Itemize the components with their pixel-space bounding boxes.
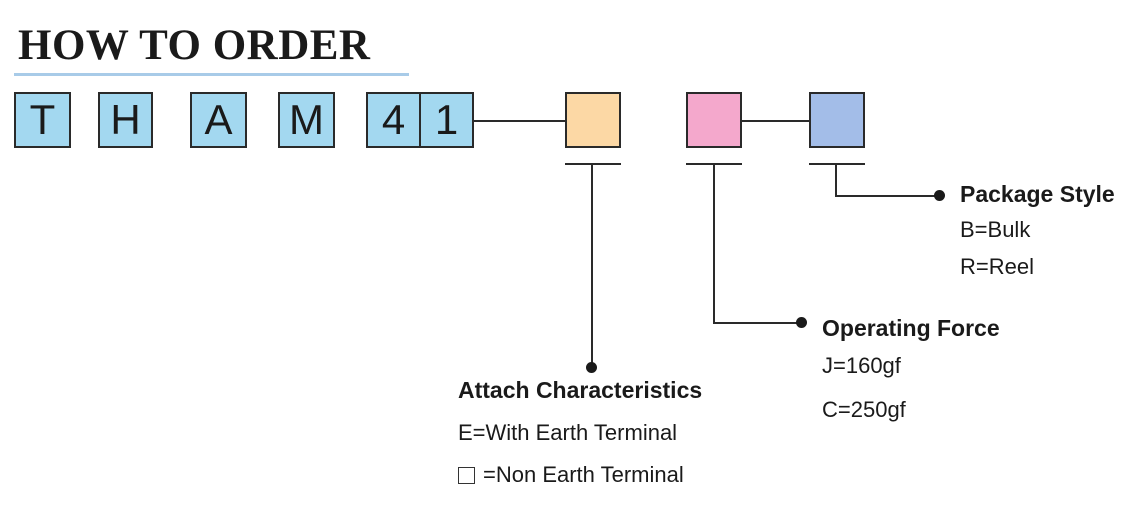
code-box-a: A (190, 92, 247, 148)
attach-option-earth: E=With Earth Terminal (458, 420, 678, 445)
force-leader-horizontal (713, 322, 801, 324)
title-underline (14, 73, 409, 76)
force-option-box (686, 92, 742, 148)
attach-leader-vertical (591, 164, 593, 367)
force-option-c: C=250gf (822, 397, 906, 422)
operating-force-heading: Operating Force (822, 315, 1000, 341)
force-leader-vertical (713, 164, 715, 323)
attach-option-non-earth-row: =Non Earth Terminal (458, 462, 684, 488)
package-option-bulk: B=Bulk (960, 217, 1031, 242)
package-leader-horizontal (835, 195, 939, 197)
package-leader-dot (934, 190, 945, 201)
connector-dash-2 (742, 120, 809, 122)
force-leader-dot (796, 317, 807, 328)
code-box-m: M (278, 92, 335, 148)
code-box-4: 4 (366, 92, 421, 148)
code-box-1: 1 (419, 92, 474, 148)
attach-option-non-earth: =Non Earth Terminal (483, 462, 684, 487)
page-title: HOW TO ORDER (18, 22, 371, 69)
attach-underline (565, 163, 621, 165)
package-option-box (809, 92, 865, 148)
force-option-j: J=160gf (822, 353, 901, 378)
connector-dash-1 (474, 120, 565, 122)
attach-option-box (565, 92, 621, 148)
attach-characteristics-heading: Attach Characteristics (458, 377, 703, 403)
blank-checkbox-icon (458, 467, 475, 484)
code-box-h: H (98, 92, 153, 148)
attach-leader-dot (586, 362, 597, 373)
package-option-reel: R=Reel (960, 254, 1034, 279)
package-underline (809, 163, 865, 165)
package-style-heading: Package Style (960, 181, 1115, 207)
package-leader-vertical (835, 164, 837, 196)
code-box-t: T (14, 92, 71, 148)
